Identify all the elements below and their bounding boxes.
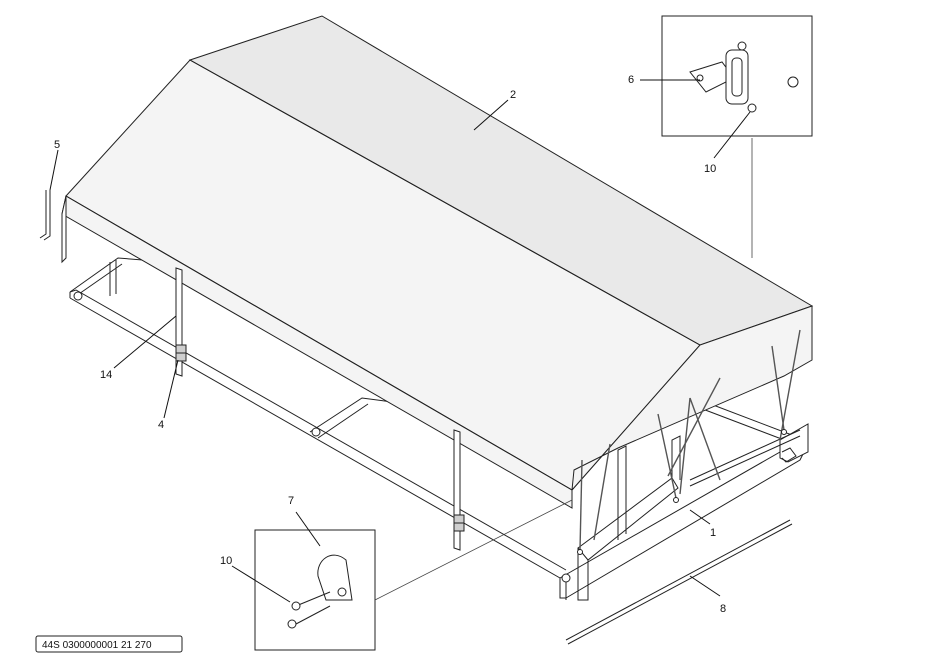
rod-part-8	[565, 519, 793, 645]
tarpaulin-cover-part-2	[61, 15, 814, 509]
drawing-reference-text: 44S 0300000001 21 270	[42, 640, 152, 651]
detail-box-bracket	[231, 499, 573, 651]
callout-1: 1	[710, 527, 716, 539]
callout-10-bottom: 10	[220, 555, 232, 567]
callout-7: 7	[288, 495, 294, 507]
leader-lines	[49, 99, 721, 597]
callout-10-top: 10	[704, 163, 716, 175]
callout-8: 8	[720, 603, 726, 615]
callout-4: 4	[158, 419, 164, 431]
callout-2: 2	[510, 89, 516, 101]
straps-part-4	[175, 267, 465, 551]
callout-14: 14	[100, 369, 112, 381]
tensioning-ropes	[577, 329, 801, 555]
drawing-reference: 44S 0300000001 21 270	[35, 635, 183, 653]
callout-6: 6	[628, 74, 634, 86]
callouts: 1 2 4 5 6 7 8 10 10 14	[54, 74, 726, 615]
end-frame-part-1	[561, 423, 809, 601]
callout-5: 5	[54, 139, 60, 151]
detail-box-hinge	[640, 15, 813, 258]
rail-end-part-5	[39, 190, 51, 241]
